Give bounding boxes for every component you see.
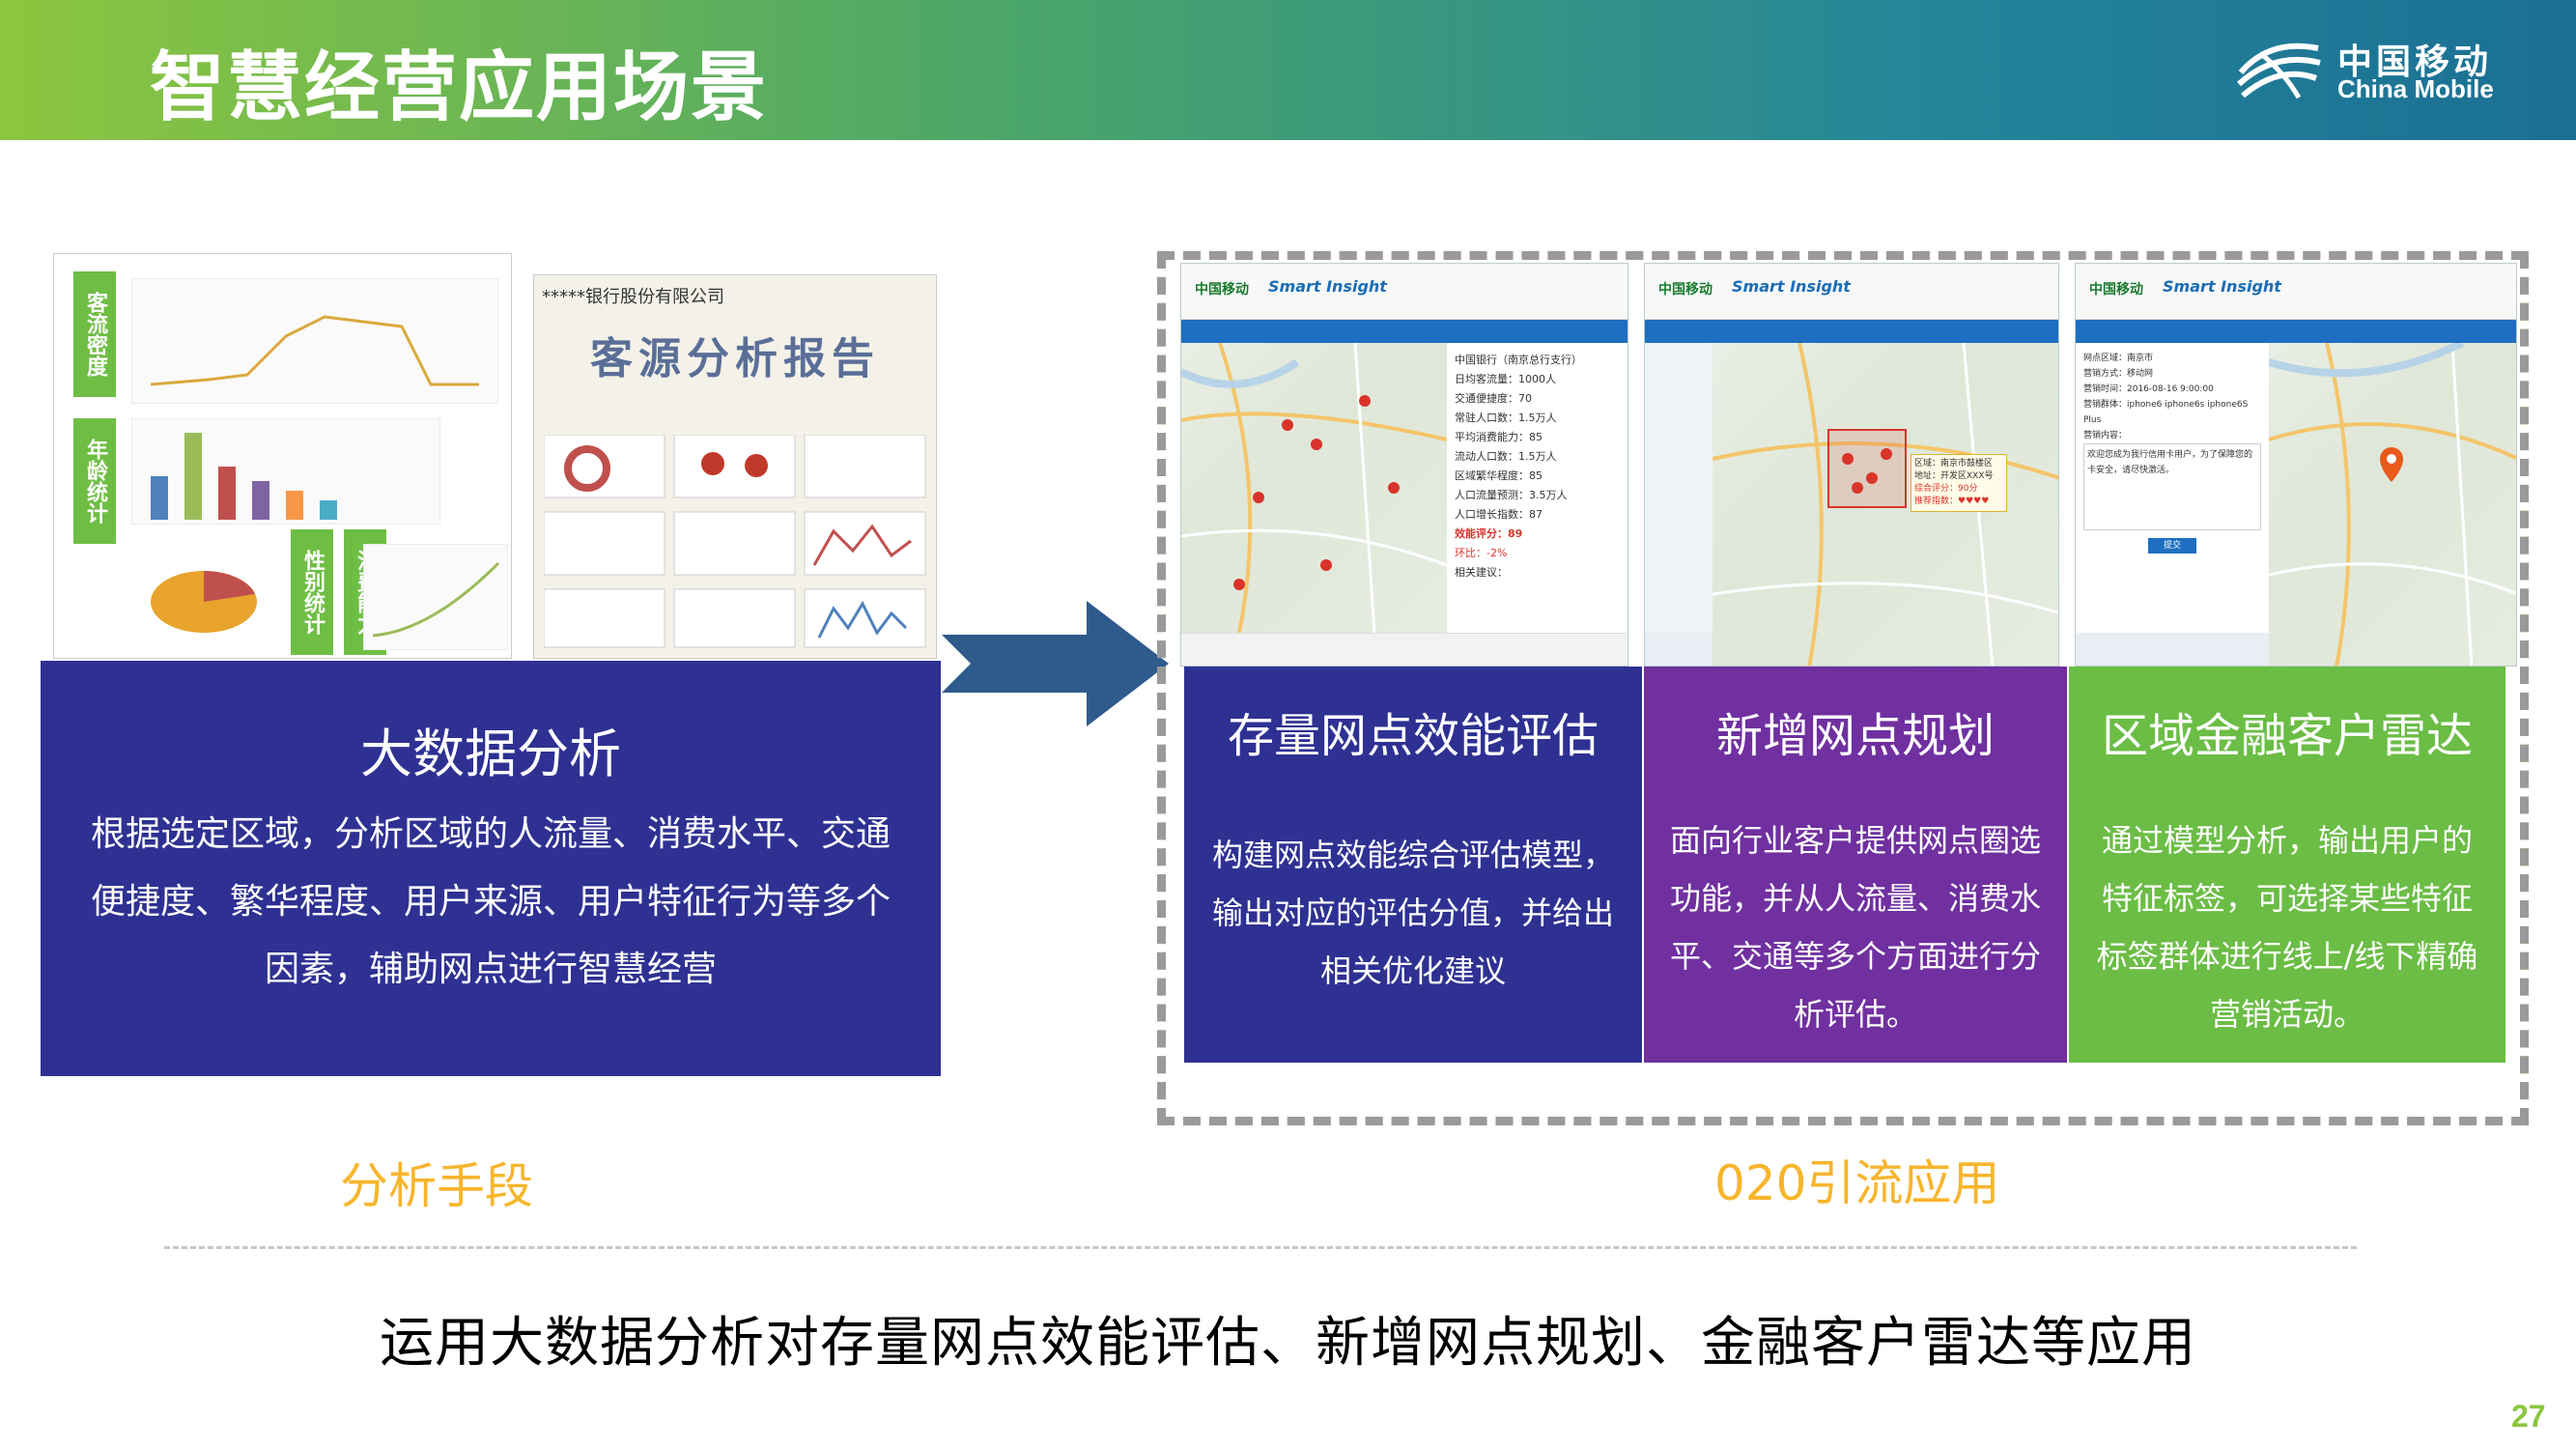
panel-line: 中国银行（南京总行支行） (1455, 354, 1582, 366)
page-title: 智慧经营应用场景 (150, 44, 769, 131)
report-title: 客源分析报告 (590, 334, 880, 384)
screenshot-topbar: 中国移动 Smart Insight (1645, 264, 2058, 320)
feature-efficiency-eval: 存量网点效能评估 构建网点效能综合评估模型，输出对应的评估分值，并给出相关优化建… (1184, 667, 1642, 1063)
screenshot-new-branch: 中国移动 Smart Insight 区域：南京市鼓楼区 地址：开发区XXX号 … (1644, 263, 2059, 667)
form-content[interactable]: 欢迎您成为我行信用卡用户，为了保障您的卡安全，请尽快激活。 (2083, 443, 2261, 530)
panel-line: 人口流量预测：3.5万人 (1455, 489, 1568, 501)
screenshot-nav (1181, 320, 1628, 343)
panel-line: 人口增长指数：87 (1455, 508, 1543, 521)
o2o-application-frame (1157, 251, 2529, 1125)
label-o2o-application: 020引流应用 (1714, 1155, 2000, 1211)
form-line: 网点区域：南京市 (2083, 354, 2154, 363)
screenshot-side-menu (1645, 343, 1713, 633)
panel-line: 区域繁华程度：85 (1455, 469, 1543, 482)
screenshot-brand2: Smart Insight (2163, 277, 2281, 296)
screenshot-brand: 中国移动 (1658, 282, 1713, 298)
screenshot-topbar: 中国移动 Smart Insight (2076, 264, 2516, 320)
screenshot-map: 区域：南京市鼓楼区 地址：开发区XXX号 综合评分：90分 推荐指数：♥♥♥♥ (1713, 343, 2058, 666)
screenshot-map (2269, 343, 2516, 666)
header-banner: 智慧经营应用场景 中国移动 China Mobile (0, 0, 2576, 140)
panel-line: 交通便捷度：70 (1455, 392, 1532, 405)
form-line: 营销方式：移动网 (2083, 369, 2154, 379)
screenshot-info-panel: 中国银行（南京总行支行） 日均客流量：1000人 交通便捷度：70 常驻人口数：… (1447, 343, 1628, 633)
analysis-images: 客流密度 年龄统计 性别统计 消费能力 *****银行股份有限公司 客源分析报告 (53, 253, 942, 659)
submit-button[interactable]: 提交 (2148, 538, 2196, 554)
panel-line: 平均消费能力：85 (1455, 431, 1543, 443)
form-line: 营销时间：2016-08-16 9:00:00 (2083, 384, 2214, 394)
feature-description: 构建网点效能综合评估模型，输出对应的评估分值，并给出相关优化建议 (1211, 837, 1614, 989)
pie-chart-thumbnail (151, 571, 257, 633)
analysis-charts-image: 客流密度 年龄统计 性别统计 消费能力 (53, 253, 512, 659)
report-thumbnails (544, 435, 926, 648)
map-roads (1713, 343, 2058, 666)
panel-line: 日均客流量：1000人 (1455, 373, 1556, 385)
popup-rating: 推荐指数：♥♥♥♥ (1914, 497, 1990, 506)
map-roads (2269, 343, 2516, 666)
screenshot-filter-bar (1181, 633, 1628, 666)
label-gender-stats: 性别统计 (291, 529, 333, 655)
screenshot-brand2: Smart Insight (1268, 277, 1387, 296)
bar-chart-thumbnail (131, 418, 440, 525)
label-passenger-density: 客流密度 (73, 271, 116, 397)
china-mobile-logo-icon (2236, 43, 2321, 99)
panel-line: 常驻人口数：1.5万人 (1455, 412, 1557, 424)
feature-title: 存量网点效能评估 (1227, 709, 1599, 763)
feature-description: 面向行业客户提供网点圈选功能，并从人流量、消费水平、交通等多个方面进行分析评估。 (1669, 822, 2041, 1033)
screenshot-marketing-form: 网点区域：南京市 营销方式：移动网 营销时间：2016-08-16 9:00:0… (2076, 343, 2269, 633)
bigdata-analysis-box: 大数据分析 根据选定区域，分析区域的人流量、消费水平、交通便捷度、繁华程度、用户… (41, 661, 941, 1076)
screenshot-nav (2076, 320, 2516, 343)
map-roads (1181, 343, 1447, 633)
page-number: 27 (2511, 1399, 2546, 1434)
screenshot-brand: 中国移动 (2089, 282, 2143, 298)
screenshot-brand2: Smart Insight (1732, 277, 1851, 296)
screenshot-map (1181, 343, 1447, 633)
screenshot-client-radar: 中国移动 Smart Insight 网点区域：南京市 营销方式：移动网 营销时… (2075, 263, 2517, 667)
right-arrow-icon (942, 601, 1169, 726)
logo-text-cn: 中国移动 (2337, 43, 2493, 82)
screenshot-brand: 中国移动 (1195, 282, 1249, 298)
panel-score: 效能评分：89 (1455, 527, 1523, 540)
o2o-application-content: 中国移动 Smart Insight 中国银行（南京总行支行） 日均客 (1169, 263, 2517, 1113)
panel-change: 环比：-2% (1455, 547, 1508, 559)
feature-new-branch: 新增网点规划 面向行业客户提供网点圈选功能，并从人流量、消费水平、交通等多个方面… (1644, 667, 2067, 1063)
dashed-divider (164, 1246, 2357, 1249)
report-bank-name: *****银行股份有限公司 (542, 287, 724, 307)
screenshot-nav (1645, 320, 2058, 343)
china-mobile-logo: 中国移动 China Mobile (2231, 34, 2521, 111)
feature-description: 通过模型分析，输出用户的特征标签，可选择某些特征标签群体进行线上/线下精确营销活… (2096, 822, 2478, 1033)
panel-line: 相关建议： (1455, 566, 1508, 579)
feature-title: 新增网点规划 (1715, 709, 1995, 763)
bigdata-description: 根据选定区域，分析区域的人流量、消费水平、交通便捷度、繁华程度、用户来源、用户特… (90, 814, 891, 989)
feature-client-radar: 区域金融客户雷达 通过模型分析，输出用户的特征标签，可选择某些特征标签群体进行线… (2069, 667, 2505, 1063)
screenshot-efficiency-eval: 中国移动 Smart Insight 中国银行（南京总行支行） 日均客 (1180, 263, 1628, 667)
curve-chart-thumbnail (363, 544, 508, 650)
map-popup: 区域：南京市鼓楼区 地址：开发区XXX号 综合评分：90分 推荐指数：♥♥♥♥ (1911, 454, 2007, 512)
form-line: 营销内容： (2083, 431, 2128, 440)
summary-text: 运用大数据分析对存量网点效能评估、新增网点规划、金融客户雷达等应用 (380, 1312, 2196, 1375)
screenshot-topbar: 中国移动 Smart Insight (1181, 264, 1628, 320)
popup-line: 区域：南京市鼓楼区 (1914, 459, 1994, 469)
feature-title: 区域金融客户雷达 (2101, 709, 2473, 763)
panel-line: 流动人口数：1.5万人 (1455, 450, 1557, 463)
bigdata-title: 大数据分析 (360, 724, 621, 784)
label-analysis-method: 分析手段 (340, 1158, 533, 1214)
report-cover-image: *****银行股份有限公司 客源分析报告 (533, 274, 937, 659)
label-age-stats: 年龄统计 (73, 418, 116, 544)
line-chart-thumbnail (131, 278, 498, 404)
logo-text-en: China Mobile (2337, 74, 2494, 103)
popup-score: 综合评分：90分 (1914, 484, 1978, 494)
popup-line: 地址：开发区XXX号 (1914, 471, 1994, 481)
form-line: 营销群体：iphone6 iphone6s iphone6S Plus (2083, 400, 2249, 425)
